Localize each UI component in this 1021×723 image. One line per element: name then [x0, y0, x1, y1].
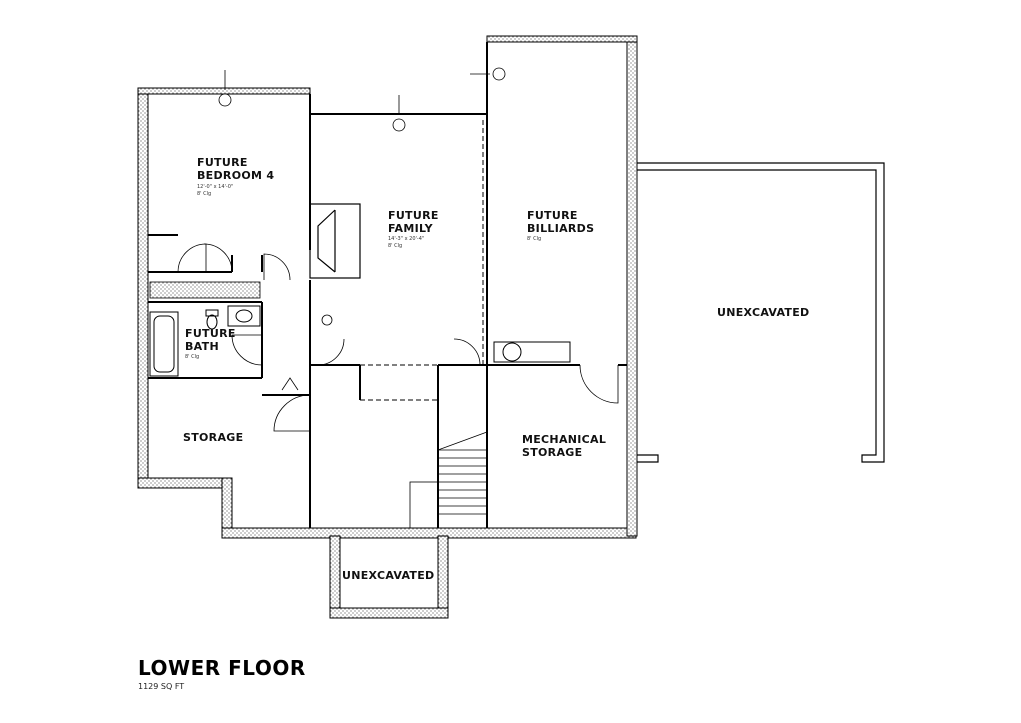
bath-label-line1: FUTURE [185, 327, 236, 340]
room-labels: FUTURE BEDROOM 4 12'-0" x 14'-0" 8' Clg … [183, 156, 809, 582]
bath-vanity [227, 305, 261, 327]
mechanical-label-line2: STORAGE [522, 446, 582, 459]
bedroom-label-line2: BEDROOM 4 [197, 169, 274, 182]
interior-walls [148, 42, 627, 528]
family-dims: 14'-3" x 20'-4" [388, 236, 424, 242]
window-fixtures [218, 67, 506, 326]
bathtub [149, 311, 179, 377]
bedroom-ceiling: 8' Clg [197, 191, 211, 197]
dashed-beams [360, 120, 484, 401]
family-ceiling: 8' Clg [388, 243, 402, 249]
billiards-ceiling: 8' Clg [527, 236, 541, 242]
billiards-label-line1: FUTURE [527, 209, 578, 222]
family-label-line2: FAMILY [388, 222, 434, 235]
bedroom-dims: 12'-0" x 14'-0" [197, 184, 233, 190]
foundation-walls [137, 35, 638, 619]
unexcavated-bottom-label: UNEXCAVATED [342, 569, 434, 582]
bath-ceiling: 8' Clg [185, 354, 199, 360]
family-label-line1: FUTURE [388, 209, 439, 222]
billiards-label-line2: BILLIARDS [527, 222, 594, 235]
toilet [205, 309, 219, 330]
stairs [409, 431, 488, 529]
storage-label: STORAGE [183, 431, 243, 444]
mechanical-label-line1: MECHANICAL [522, 433, 606, 446]
unexcavated-right-label: UNEXCAVATED [717, 306, 809, 319]
door-swings [177, 243, 619, 432]
bedroom-label-line1: FUTURE [197, 156, 248, 169]
fireplace [309, 203, 361, 279]
bath-label-line2: BATH [185, 340, 219, 353]
plan-area: 1129 SQ FT [138, 682, 185, 691]
unexcavated-right-outline [637, 162, 885, 463]
mechanical-unit [493, 341, 571, 363]
closet-shelf [149, 281, 261, 299]
plan-title: LOWER FLOOR [138, 656, 306, 680]
